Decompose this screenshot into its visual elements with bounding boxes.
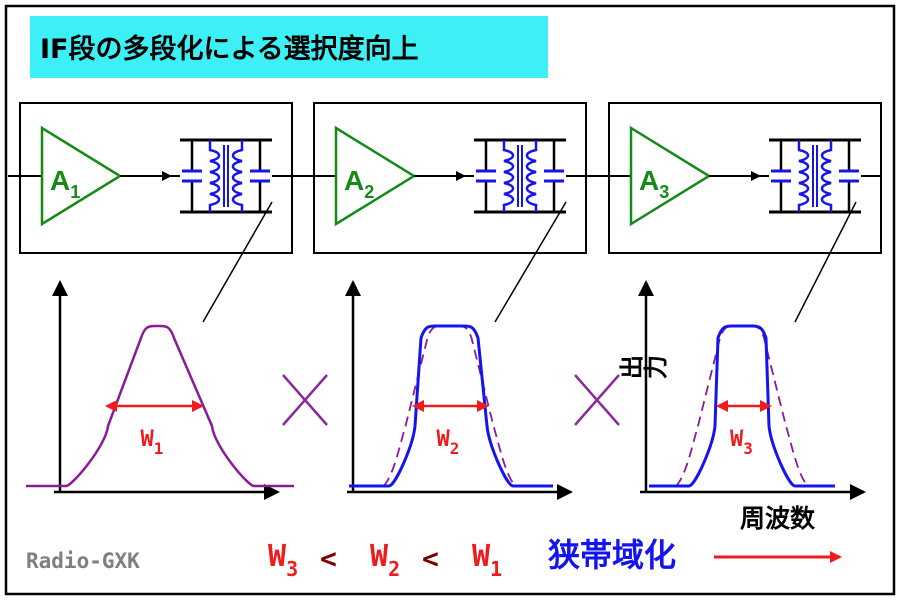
width-comparison: W3<W2<W1 bbox=[268, 539, 502, 581]
bandwidth-label: W2 bbox=[437, 427, 460, 458]
if-stage: A3 bbox=[608, 102, 882, 254]
width-term-subscript: 2 bbox=[388, 557, 400, 581]
amplifier-label: A3 bbox=[639, 165, 669, 202]
x-axis-label: 周波数 bbox=[740, 505, 816, 533]
bandwidth-subscript: 2 bbox=[450, 439, 460, 458]
leader-line bbox=[494, 201, 567, 323]
bandwidth-letter: W bbox=[141, 427, 155, 452]
width-term-letter: W bbox=[370, 539, 389, 574]
width-term: W3 bbox=[268, 539, 298, 581]
if-stage: A2 bbox=[313, 102, 631, 254]
bandwidth-letter: W bbox=[437, 427, 451, 452]
bandpass-filter bbox=[761, 138, 861, 214]
page-title: IF段の多段化による選択度向上 bbox=[40, 33, 419, 65]
less-than-symbol: < bbox=[422, 542, 439, 575]
response-plot: W3 bbox=[638, 201, 866, 500]
amplifier-triangle bbox=[334, 125, 417, 227]
amplifier-letter: A bbox=[344, 165, 364, 196]
bandpass-filter bbox=[172, 138, 272, 214]
amplifier-triangle bbox=[40, 125, 123, 227]
watermark: Radio-GXK bbox=[26, 549, 140, 573]
width-term-letter: W bbox=[472, 539, 491, 574]
bandwidth-letter: W bbox=[730, 427, 744, 452]
amplifier-letter: A bbox=[50, 165, 70, 196]
response-plot: W2 bbox=[345, 201, 573, 500]
if-stage: A1 bbox=[19, 102, 336, 254]
response-curve bbox=[649, 324, 835, 488]
leader-line bbox=[202, 201, 273, 323]
bandwidth-label: W3 bbox=[730, 427, 753, 458]
multiply-symbol bbox=[282, 374, 328, 426]
bandwidth-subscript: 3 bbox=[743, 439, 753, 458]
width-term: W2 bbox=[370, 539, 400, 581]
width-term-letter: W bbox=[268, 539, 287, 574]
less-than-symbol: < bbox=[320, 542, 337, 575]
y-axis-label: 出力 bbox=[619, 356, 668, 384]
response-curve bbox=[349, 324, 553, 488]
response-curve bbox=[26, 324, 294, 488]
amplifier-label: A2 bbox=[344, 165, 374, 202]
amplifier-subscript: 1 bbox=[70, 182, 80, 202]
bandpass-filter bbox=[466, 138, 566, 214]
multiply-symbol bbox=[574, 374, 620, 426]
amplifier-triangle bbox=[629, 125, 712, 227]
width-term-subscript: 1 bbox=[490, 557, 502, 581]
response-plot: W1 bbox=[26, 201, 294, 500]
amplifier-subscript: 3 bbox=[659, 182, 669, 202]
width-term-subscript: 3 bbox=[286, 557, 298, 581]
narrowband-label: 狭帯域化 bbox=[548, 537, 676, 573]
leader-line bbox=[794, 201, 857, 323]
bandwidth-subscript: 1 bbox=[154, 439, 164, 458]
bandwidth-label: W1 bbox=[141, 427, 164, 458]
outer-frame bbox=[4, 4, 896, 596]
width-term: W1 bbox=[472, 539, 502, 581]
title-background bbox=[30, 16, 548, 78]
amplifier-label: A1 bbox=[50, 165, 80, 202]
amplifier-letter: A bbox=[639, 165, 659, 196]
amplifier-subscript: 2 bbox=[364, 182, 374, 202]
